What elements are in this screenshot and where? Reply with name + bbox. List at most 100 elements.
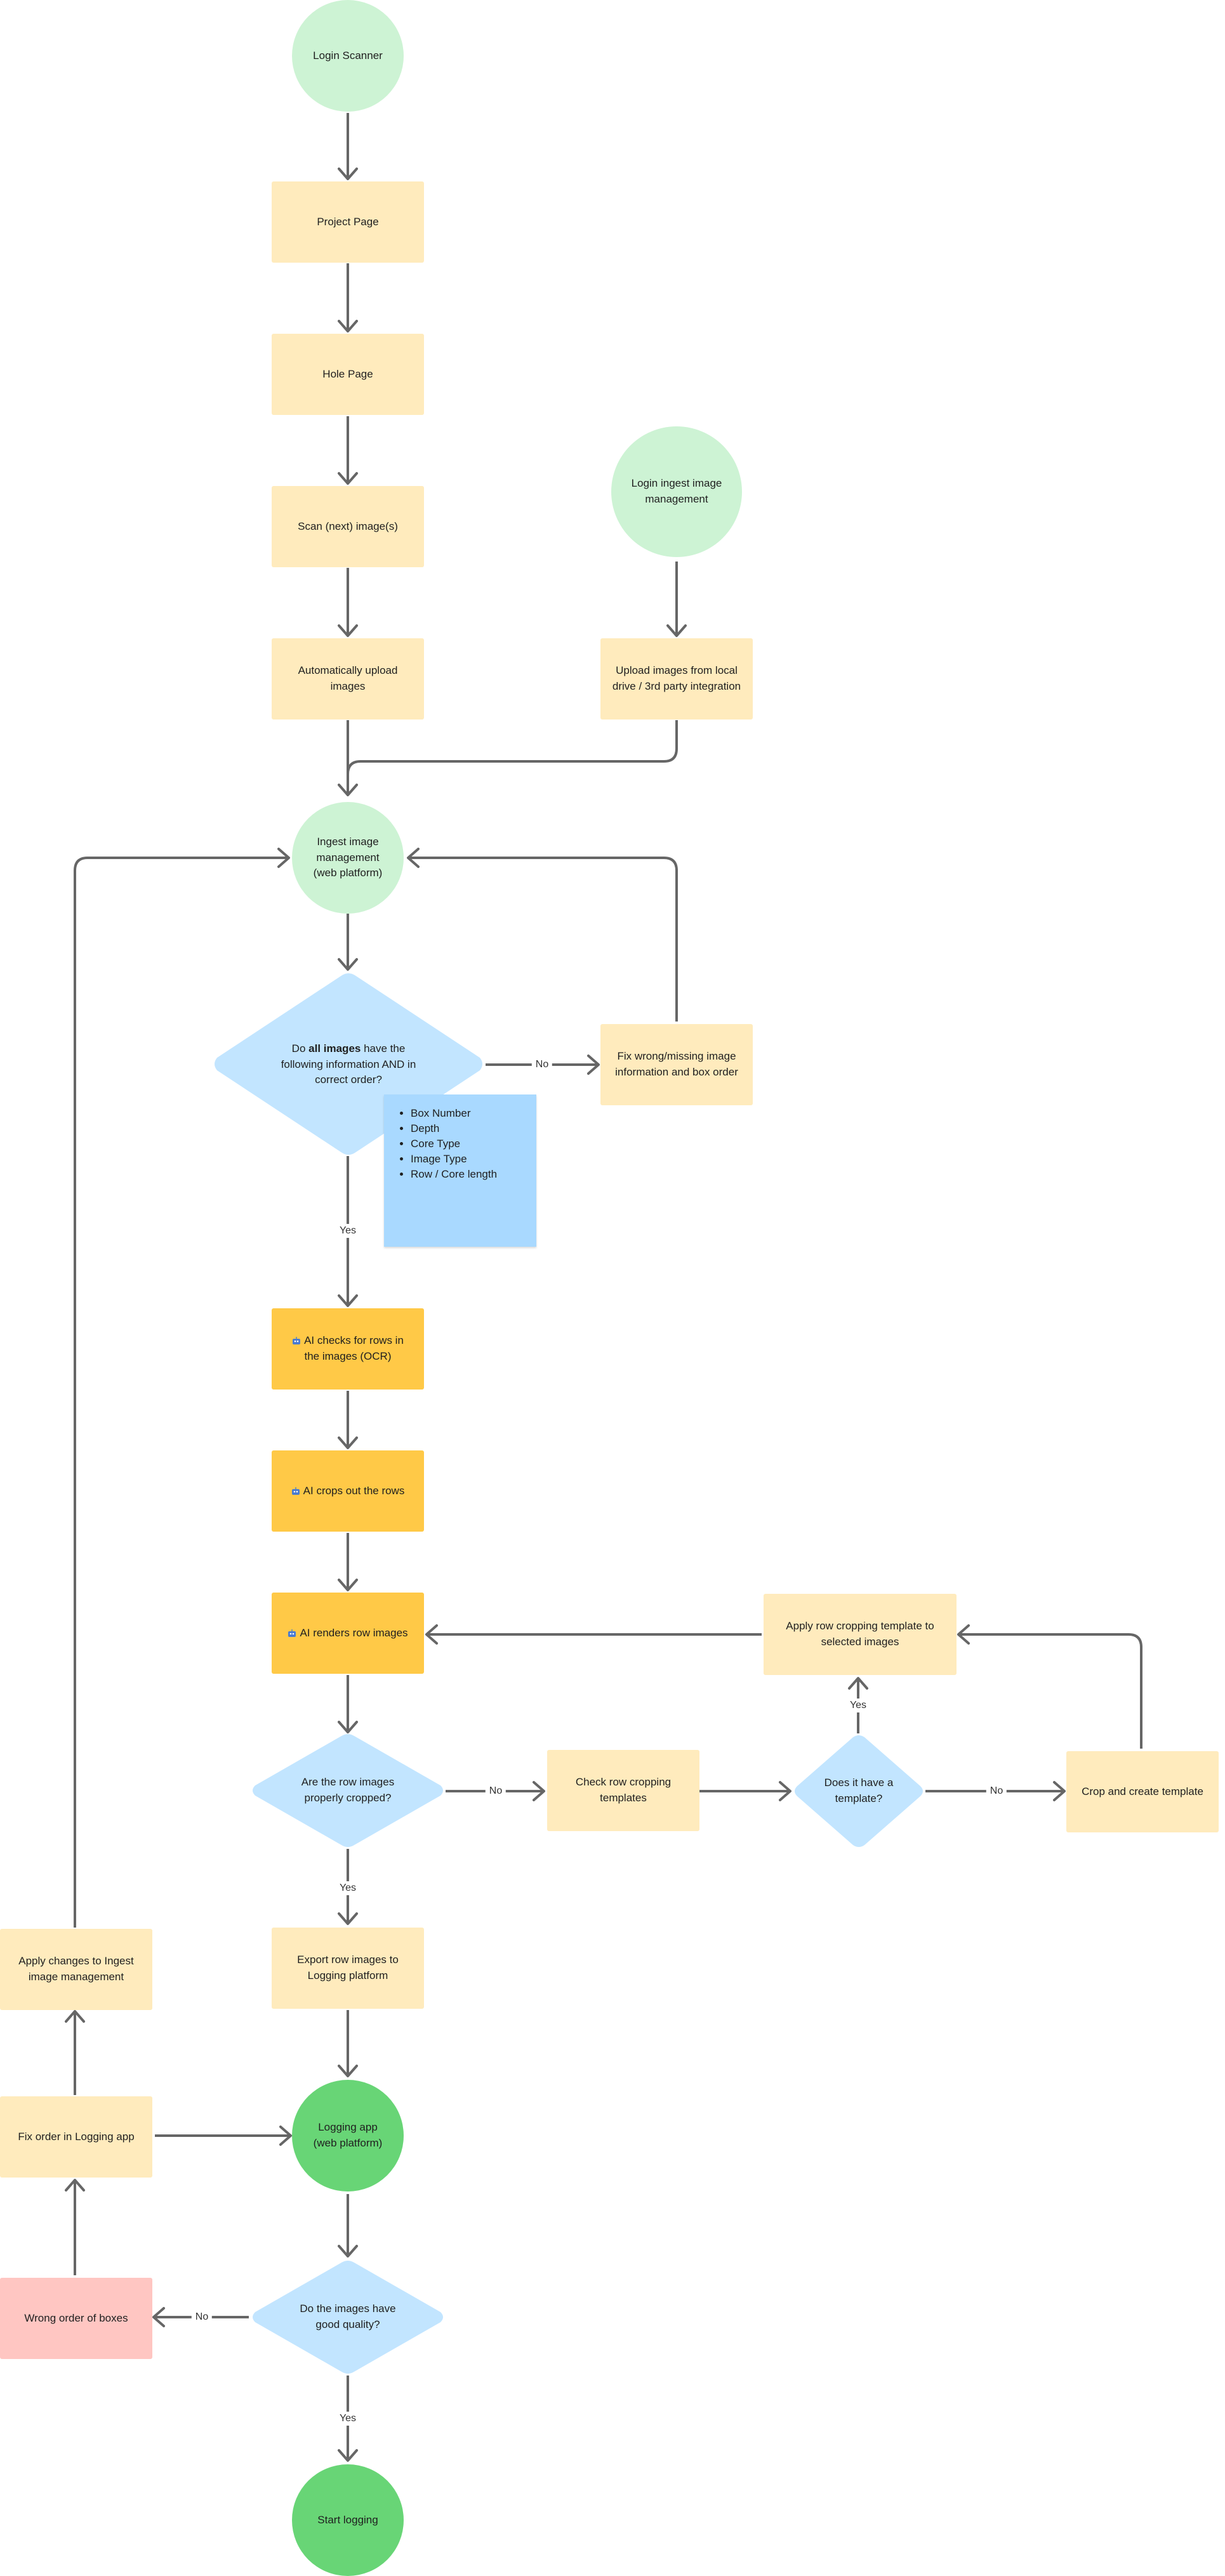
edge-label-yes: Yes: [845, 1699, 871, 1712]
node-crop-create-label: Crop and create template: [1082, 1785, 1203, 1797]
sticky-note-required-info: Box Number Depth Core Type Image Type Ro…: [384, 1094, 536, 1247]
ai-renders-text: AI renders row images: [300, 1626, 408, 1639]
decision-info-post: have the following information AND in co…: [281, 1042, 416, 1086]
list-item: Box Number: [411, 1106, 536, 1121]
node-ingest-web-label: Ingest image management (web platform): [313, 836, 383, 879]
node-login-ingest-label: Login ingest image management: [631, 477, 722, 505]
arrowhead: [848, 1677, 868, 1690]
edge-label-no: No: [191, 2310, 213, 2324]
required-info-list: Box Number Depth Core Type Image Type Ro…: [384, 1106, 536, 1182]
decision-template: Does it have a template?: [821, 1769, 897, 1813]
arrowhead: [587, 1055, 600, 1075]
node-start-logging-label: Start logging: [317, 2513, 378, 2526]
arrowhead: [338, 320, 358, 332]
arrowhead: [65, 2010, 85, 2023]
decision-info-bold: all images: [308, 1042, 361, 1055]
arrowhead: [338, 1294, 358, 1307]
arrowhead: [338, 624, 358, 637]
list-item: Depth: [411, 1121, 536, 1136]
arrowhead: [425, 1624, 438, 1645]
arrowhead: [338, 958, 358, 971]
arrowhead: [957, 1624, 970, 1645]
node-apply-template-label: Apply row cropping template to selected …: [786, 1620, 934, 1648]
decision-quality-label: Do the images have good quality?: [300, 2303, 396, 2330]
decision-cropped: Are the row images properly cropped?: [297, 1759, 399, 1822]
robot-icon: [288, 1629, 296, 1637]
node-ingest-web: Ingest image management (web platform): [292, 802, 404, 914]
node-scan-images-label: Scan (next) image(s): [298, 520, 398, 532]
arrowhead: [338, 2245, 358, 2257]
node-auto-upload-label: Automatically upload images: [298, 664, 398, 692]
edge-label-yes: Yes: [335, 1881, 361, 1895]
arrowhead: [1053, 1781, 1066, 1801]
arrowhead: [338, 1579, 358, 1591]
node-login-scanner-label: Login Scanner: [313, 49, 383, 62]
node-check-templates-label: Check row cropping templates: [575, 1776, 672, 1804]
node-ai-crops: AI crops out the rows: [272, 1450, 424, 1532]
robot-icon: [291, 1487, 300, 1495]
node-logging-app-label: Logging app (web platform): [313, 2121, 383, 2149]
node-scan-images: Scan (next) image(s): [272, 486, 424, 567]
arrowhead: [338, 472, 358, 485]
arrowhead: [65, 2179, 85, 2192]
arrowhead: [407, 848, 420, 868]
arrowhead: [533, 1781, 545, 1801]
node-ai-checks: AI checks for rows in the images (OCR): [272, 1308, 424, 1390]
arrowhead: [338, 2449, 358, 2462]
node-auto-upload: Automatically upload images: [272, 638, 424, 720]
ai-crops-text: AI crops out the rows: [303, 1484, 405, 1497]
arrowhead: [338, 2065, 358, 2077]
edge-label-yes: Yes: [335, 2412, 361, 2426]
decision-cropped-label: Are the row images properly cropped?: [301, 1776, 395, 1804]
node-ai-renders-label: AI renders row images: [288, 1626, 408, 1641]
list-item: Row / Core length: [411, 1167, 536, 1182]
node-login-scanner: Login Scanner: [292, 0, 404, 112]
list-item: Core Type: [411, 1136, 536, 1152]
robot-icon: [293, 1337, 301, 1345]
node-ai-crops-label: AI crops out the rows: [291, 1483, 405, 1499]
edge-label-no: No: [531, 1058, 553, 1072]
decision-quality: Do the images have good quality?: [297, 2292, 399, 2343]
node-crop-create: Crop and create template: [1066, 1751, 1219, 1832]
node-logging-app: Logging app (web platform): [292, 2080, 404, 2192]
arrowhead: [338, 1436, 358, 1449]
node-check-templates: Check row cropping templates: [547, 1750, 699, 1831]
decision-info-text: Do all images have the following informa…: [275, 1041, 421, 1088]
edge-label-yes: Yes: [335, 1224, 361, 1238]
edge-crop-apply: [958, 1633, 1142, 1749]
node-fix-wrong-label: Fix wrong/missing image information and …: [615, 1050, 738, 1078]
ai-checks-text: AI checks for rows in the images (OCR): [304, 1334, 404, 1362]
arrowhead: [279, 2126, 292, 2146]
edge-label-no: No: [485, 1784, 507, 1798]
node-fix-wrong: Fix wrong/missing image information and …: [600, 1024, 753, 1105]
node-upload-local: Upload images from local drive / 3rd par…: [600, 638, 753, 720]
arrowhead: [338, 1721, 358, 1733]
node-project-page: Project Page: [272, 181, 424, 263]
node-wrong-order: Wrong order of boxes: [0, 2278, 152, 2359]
node-export-rows: Export row images to Logging platform: [272, 1928, 424, 2009]
node-export-rows-label: Export row images to Logging platform: [297, 1954, 399, 1981]
node-start-logging: Start logging: [292, 2464, 404, 2576]
arrowhead: [338, 168, 358, 180]
node-hole-page: Hole Page: [272, 334, 424, 415]
node-wrong-order-label: Wrong order of boxes: [24, 2311, 128, 2324]
node-apply-template: Apply row cropping template to selected …: [764, 1594, 957, 1675]
node-upload-local-label: Upload images from local drive / 3rd par…: [612, 664, 741, 692]
decision-cropped-shape: [253, 1734, 443, 1847]
decision-template-label: Does it have a template?: [824, 1777, 894, 1804]
arrowhead: [277, 848, 290, 868]
arrowhead: [152, 2307, 165, 2327]
node-apply-changes: Apply changes to Ingest image management: [0, 1929, 152, 2010]
edge-fix-ingest: [408, 857, 678, 1022]
node-ai-renders: AI renders row images: [272, 1593, 424, 1674]
arrowhead: [666, 624, 687, 637]
decision-quality-shape: [253, 2261, 443, 2374]
arrowhead: [338, 1912, 358, 1925]
edge-apply-ingest: [74, 857, 289, 1928]
node-ai-checks-label: AI checks for rows in the images (OCR): [283, 1333, 413, 1364]
decision-info-pre: Do: [291, 1042, 309, 1055]
node-login-ingest: Login ingest image management: [611, 426, 742, 557]
node-fix-order: Fix order in Logging app: [0, 2096, 152, 2178]
node-fix-order-label: Fix order in Logging app: [18, 2130, 135, 2143]
